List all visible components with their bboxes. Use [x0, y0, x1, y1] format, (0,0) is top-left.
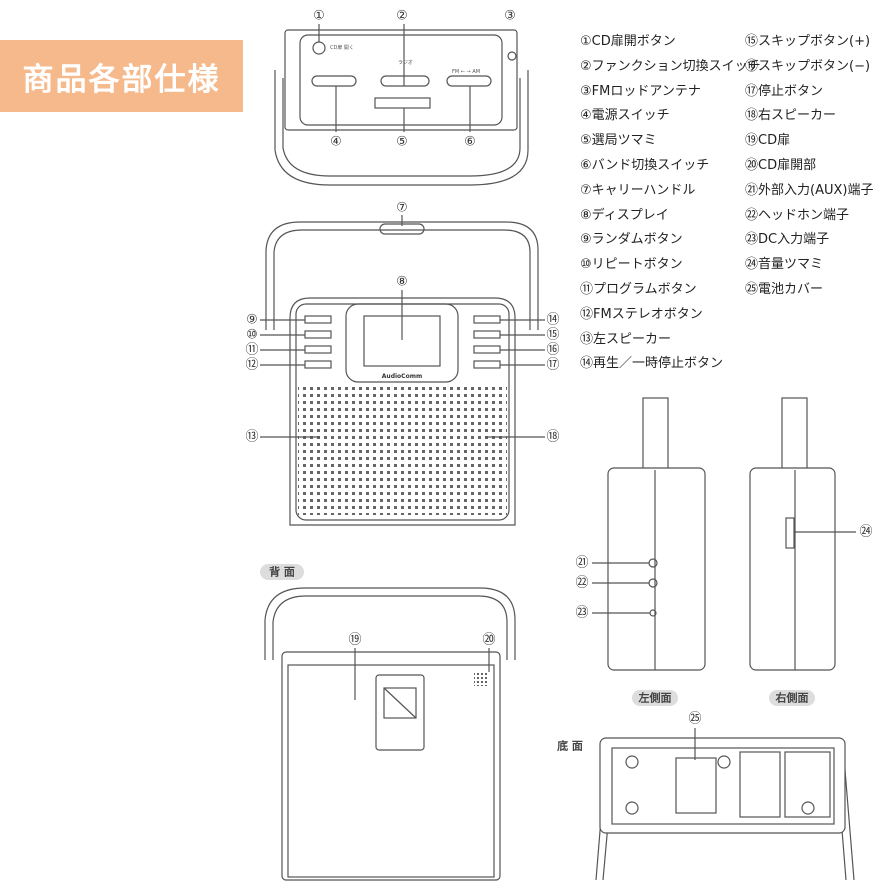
back-view [264, 587, 516, 881]
legend-item: ⑬左スピーカー [580, 331, 672, 347]
legend-item: ①CD扉開ボタン [580, 34, 676, 49]
legend-item: ③FMロッドアンテナ [580, 83, 701, 99]
legend-item: ⑤選局ツマミ [580, 133, 657, 149]
radio-label: ラジオ [398, 60, 413, 66]
legend-item: ②ファンクション切換スイッチ [580, 58, 761, 74]
legend-item: ⑱右スピーカー [745, 108, 837, 124]
callout-6: ⑥ [464, 135, 476, 150]
legend-item: ⑫FMステレオボタン [580, 306, 703, 322]
page-title: 商品各部仕様 [0, 40, 243, 112]
legend-item: ④電源スイッチ [580, 108, 670, 124]
legend-item: ⑧ディスプレイ [580, 207, 669, 223]
bottom-view-label: 底 面 [557, 739, 583, 753]
legend-item: ⑯スキップボタン(−) [745, 58, 871, 74]
callout-14: ⑭ [546, 313, 559, 328]
legend-item: ㉓DC入力端子 [745, 232, 830, 248]
back-view-badge [260, 564, 304, 580]
top-view [274, 24, 529, 186]
callout-22: ㉒ [575, 576, 588, 591]
callout-8: ⑧ [396, 275, 408, 290]
callout-24: ㉔ [859, 525, 872, 540]
callout-18: ⑱ [546, 430, 559, 445]
callout-20: ⑳ [482, 633, 495, 648]
callout-12: ⑫ [245, 358, 258, 373]
legend-item: ㉕電池カバー [745, 281, 824, 297]
back-view-label: 背 面 [269, 565, 295, 579]
legend-item: ⑨ランダムボタン [580, 232, 683, 248]
callout-21: ㉑ [575, 556, 588, 571]
legend-item: ⑮スキップボタン(+) [745, 34, 871, 49]
callout-10: ⑩ [246, 328, 258, 343]
callout-1: ① [313, 9, 325, 24]
callout-9: ⑨ [246, 313, 258, 328]
legend-item: ⑳CD扉開部 [745, 157, 817, 173]
callout-4: ④ [330, 135, 342, 150]
callout-2: ② [396, 9, 408, 24]
left-side-label: 左側面 [638, 691, 672, 705]
legend-column-2: ⑮スキップボタン(+) ⑯スキップボタン(−) ⑰停止ボタン ⑱右スピーカー ⑲… [745, 30, 873, 303]
right-side-label: 右側面 [775, 691, 809, 705]
callout-25: ㉕ [688, 712, 701, 727]
callouts: ① ② ③ ④ ⑤ ⑥ ⑦ ⑧ ⑨ ⑩ ⑪ ⑫ ⑬ ⑭ ⑮ ⑯ ⑰ ⑱ ⑲ ⑳ … [245, 9, 872, 727]
left-side-view [592, 397, 706, 671]
legend-item: ⑦キャリーハンドル [580, 182, 696, 198]
callout-13: ⑬ [245, 430, 258, 445]
legend-item: ⑭再生／一時停止ボタン [580, 356, 724, 372]
callout-11: ⑪ [245, 343, 258, 358]
callout-19: ⑲ [348, 633, 361, 648]
band-label: FM ← → AM [452, 69, 480, 75]
callout-16: ⑯ [546, 343, 559, 358]
legend-item: ㉑外部入力(AUX)端子 [745, 182, 874, 198]
legend-column-1: ①CD扉開ボタン ②ファンクション切換スイッチ ③FMロッドアンテナ ④電源スイ… [580, 30, 761, 377]
front-view [260, 215, 545, 526]
legend-item: ⑲CD扉 [745, 133, 791, 149]
callout-23: ㉓ [575, 606, 588, 621]
legend-item: ⑪プログラムボタン [580, 281, 697, 297]
cd-open-label: CD扉 開く [330, 44, 354, 51]
callout-7: ⑦ [396, 201, 408, 216]
callout-3: ③ [504, 9, 516, 24]
callout-5: ⑤ [396, 135, 408, 150]
callout-17: ⑰ [546, 358, 559, 373]
legend-item: ㉒ヘッドホン端子 [745, 207, 850, 223]
right-side-view [749, 397, 856, 671]
legend-item: ⑩リピートボタン [580, 257, 683, 273]
callout-15: ⑮ [546, 328, 559, 343]
brand-logo: AudioComm [382, 373, 422, 380]
legend-item: ㉔音量ツマミ [745, 257, 824, 273]
legend-item: ⑥バンド切換スイッチ [580, 157, 710, 173]
legend-item: ⑰停止ボタン [745, 83, 824, 99]
bottom-view [595, 728, 855, 881]
cd-open-button-shape [312, 41, 326, 55]
